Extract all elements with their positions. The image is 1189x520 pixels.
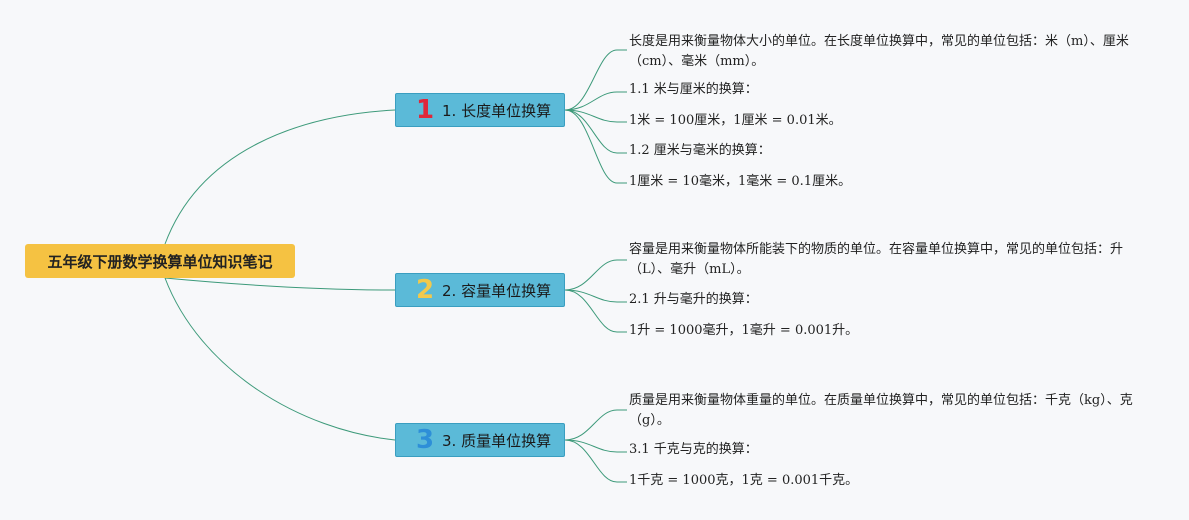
branch-label: 2. 容量单位换算 bbox=[442, 281, 552, 300]
link-branch-2-leaf-2 bbox=[564, 289, 627, 303]
leaf-length-intro[interactable]: 长度是用来衡量物体大小的单位。在长度单位换算中，常见的单位包括：米（m）、厘米（… bbox=[629, 34, 1129, 69]
link-central-to-capacity bbox=[164, 277, 396, 291]
link-branch-1-leaf-3 bbox=[564, 109, 627, 123]
central-topic-label: 五年级下册数学换算单位知识笔记 bbox=[47, 252, 273, 271]
central-topic[interactable]: 五年级下册数学换算单位知识笔记 bbox=[25, 244, 295, 278]
branch-label: 3. 质量单位换算 bbox=[442, 431, 552, 450]
link-central-to-mass bbox=[164, 277, 396, 441]
leaf-capacity-intro[interactable]: 容量是用来衡量物体所能装下的物质的单位。在容量单位换算中，常见的单位包括：升（L… bbox=[629, 242, 1124, 277]
link-branch-3-leaf-1 bbox=[564, 409, 627, 441]
leaf-length-rule-1[interactable]: 1米 = 100厘米，1厘米 = 0.01米。 bbox=[629, 113, 842, 128]
link-branch-3-leaf-3 bbox=[564, 439, 627, 483]
link-branch-3-leaf-2 bbox=[564, 439, 627, 453]
leaf-capacity-rule-1[interactable]: 1升 = 1000毫升，1毫升 = 0.001升。 bbox=[629, 323, 859, 338]
link-branch-1-leaf-1 bbox=[564, 49, 627, 111]
leaf-mass-intro[interactable]: 质量是用来衡量物体重量的单位。在质量单位换算中，常见的单位包括：千克（kg）、克… bbox=[629, 393, 1133, 428]
link-central-to-length bbox=[164, 109, 396, 245]
branch-label: 1. 长度单位换算 bbox=[442, 101, 552, 120]
leaf-mass-heading-1[interactable]: 3.1 千克与克的换算： bbox=[629, 442, 758, 457]
number-1-icon: 1 bbox=[415, 95, 435, 125]
leaf-length-heading-2[interactable]: 1.2 厘米与毫米的换算： bbox=[629, 143, 771, 158]
link-branch-2-leaf-1 bbox=[564, 259, 627, 291]
branch-mass[interactable]: 3 3. 质量单位换算 bbox=[395, 423, 565, 457]
leaf-capacity-heading-1[interactable]: 2.1 升与毫升的换算： bbox=[629, 292, 758, 307]
leaf-length-heading-1[interactable]: 1.1 米与厘米的换算： bbox=[629, 82, 758, 97]
number-3-icon: 3 bbox=[415, 425, 435, 455]
link-branch-1-leaf-5 bbox=[564, 109, 627, 184]
leaf-length-rule-2[interactable]: 1厘米 = 10毫米，1毫米 = 0.1厘米。 bbox=[629, 174, 852, 189]
link-branch-1-leaf-2 bbox=[564, 91, 627, 111]
branch-capacity[interactable]: 2 2. 容量单位换算 bbox=[395, 273, 565, 307]
leaf-mass-rule-1[interactable]: 1千克 = 1000克，1克 = 0.001千克。 bbox=[629, 473, 859, 488]
number-2-icon: 2 bbox=[415, 275, 435, 305]
branch-length[interactable]: 1 1. 长度单位换算 bbox=[395, 93, 565, 127]
link-branch-2-leaf-3 bbox=[564, 289, 627, 333]
link-branch-1-leaf-4 bbox=[564, 109, 627, 154]
